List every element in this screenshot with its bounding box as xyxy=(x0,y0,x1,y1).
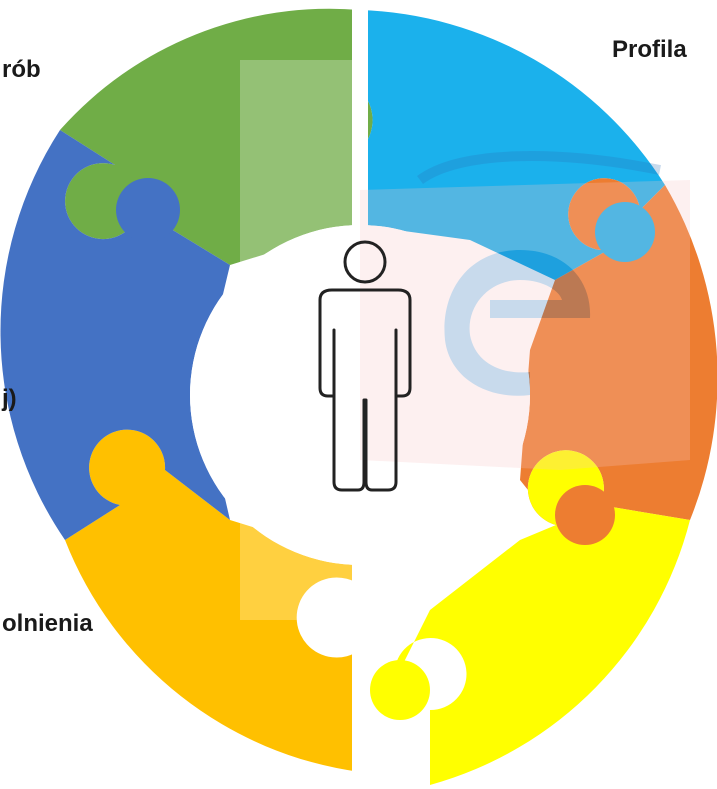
segment-orange xyxy=(520,178,717,525)
segment-blue-left xyxy=(0,130,230,540)
knob-amber xyxy=(96,430,160,494)
center-circle xyxy=(190,225,530,565)
label-top-left: rób xyxy=(2,56,41,83)
knob-orange xyxy=(555,485,615,545)
person-icon xyxy=(318,240,412,492)
knob-blue-left-top xyxy=(116,178,180,242)
label-bottom-left: olnienia xyxy=(2,610,93,637)
knob-blue-top xyxy=(595,202,655,262)
knob-amber-cut xyxy=(306,585,370,649)
watermark-logo xyxy=(240,60,690,620)
segment-amber xyxy=(65,429,360,772)
label-top-right: Profila xyxy=(612,36,687,63)
segment-yellow xyxy=(394,450,690,785)
label-middle-left: j) xyxy=(2,385,17,412)
segment-blue-top xyxy=(360,10,665,280)
knob-yellow xyxy=(370,660,430,720)
